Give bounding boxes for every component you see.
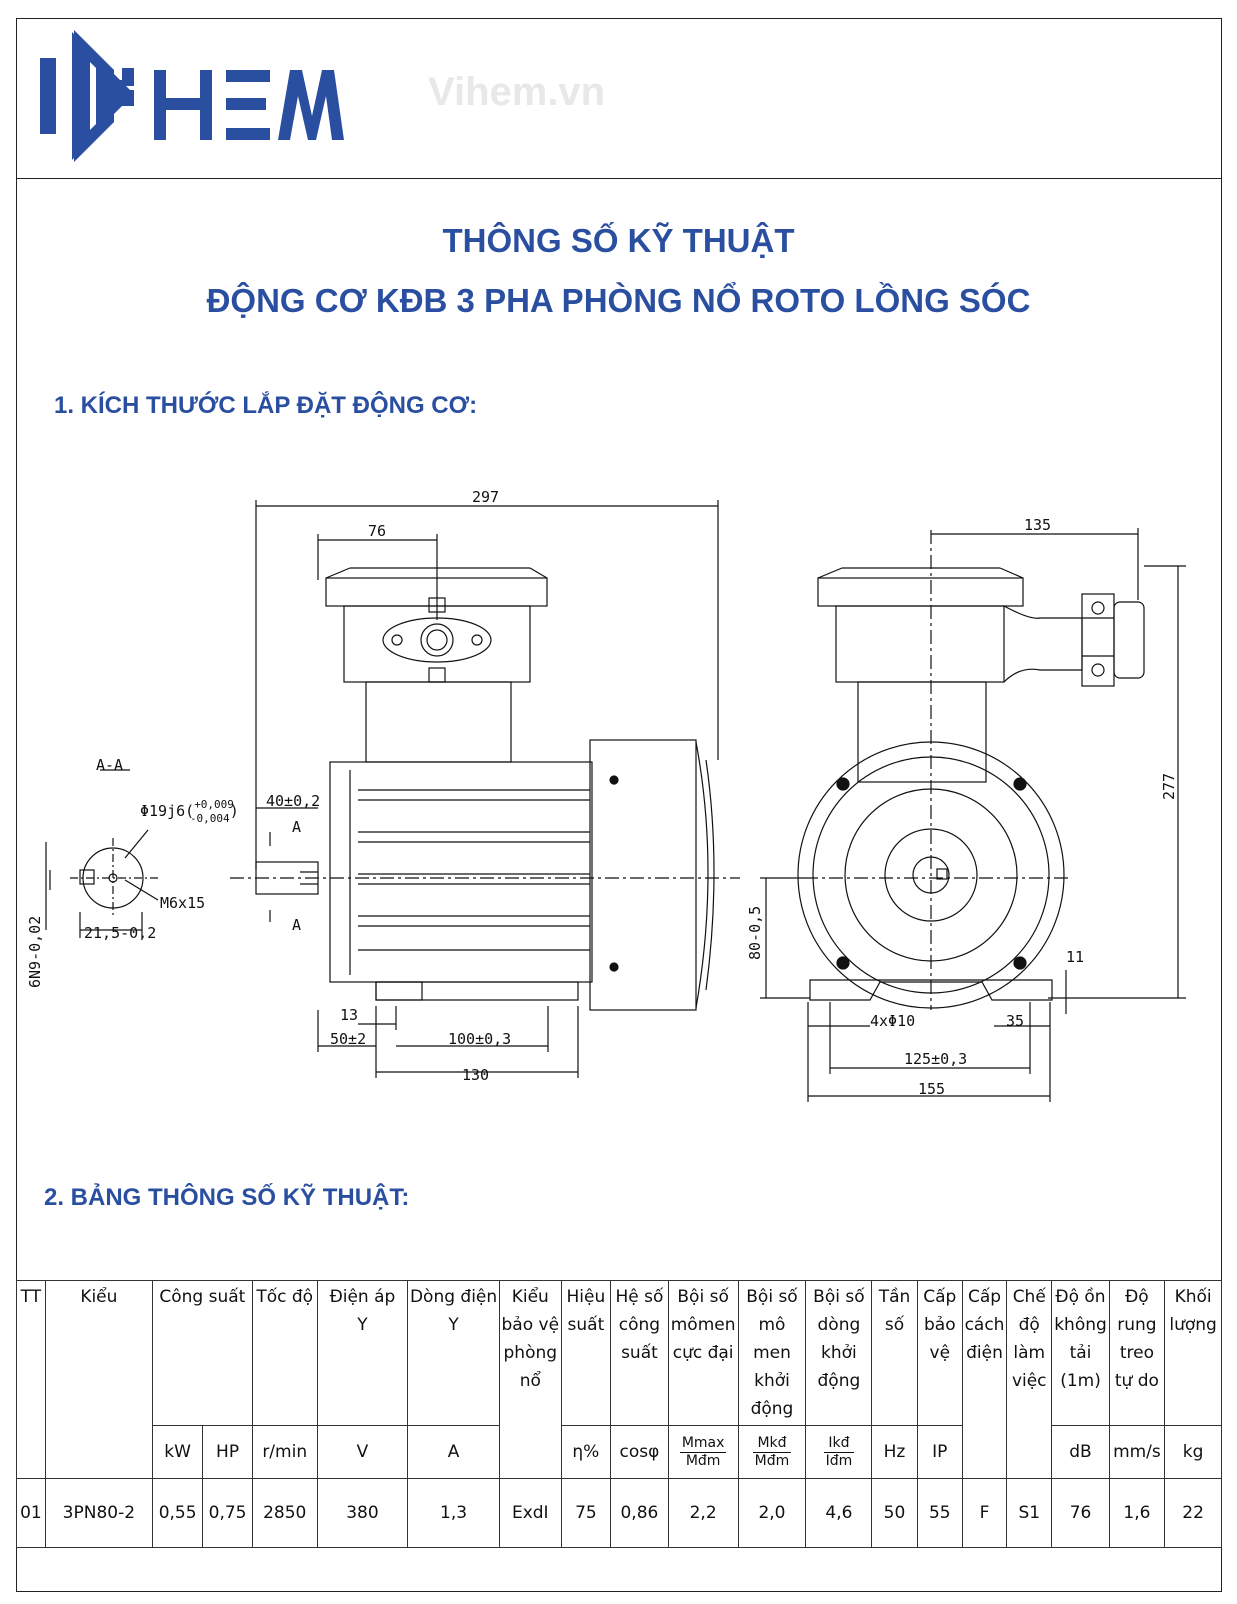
header-tt: TT <box>16 1280 46 1479</box>
foot-100-label: 100±0,3 <box>448 1030 511 1048</box>
section-dimensions-heading: 1. KÍCH THƯỚC LẮP ĐẶT ĐỘNG CƠ: <box>54 392 478 419</box>
shaft-diameter-label: Φ19j6(+0,009-0,004) <box>140 798 239 825</box>
thread-label: M6x15 <box>160 894 205 912</box>
header-bao-ve: Kiểu bảo vệ phòng nổ <box>498 1280 562 1479</box>
section-table-heading: 2. BẢNG THÔNG SỐ KỸ THUẬT: <box>44 1184 410 1211</box>
holes-label: 4xΦ10 <box>870 1012 915 1030</box>
unit-a: A <box>407 1425 500 1479</box>
section-label: A-A <box>96 756 123 774</box>
unit-rmin: r/min <box>251 1425 318 1479</box>
table-row: 01 3PN80-2 0,55 0,75 2850 380 1,3 ExdI 7… <box>16 1478 1222 1548</box>
unit-cos: cosφ <box>610 1425 669 1479</box>
foot-50-label: 50±2 <box>330 1030 366 1048</box>
header-khoi-luong: Khối lượng <box>1164 1280 1222 1426</box>
key-width-label: 6N9-0,02 <box>26 916 44 988</box>
header-momen-kd: Bội số mô men khởi động <box>737 1280 807 1426</box>
header-do-on: Độ ồn không tải (1m) <box>1051 1280 1110 1426</box>
dim-155-label: 155 <box>918 1080 945 1098</box>
dim-35-label: 35 <box>1006 1012 1024 1030</box>
height-277-label: 277 <box>1160 773 1178 800</box>
box-offset-label: 76 <box>368 522 386 540</box>
header-hieu-suat: Hiệu suất <box>560 1280 612 1426</box>
header-toc-do: Tốc độ <box>251 1280 318 1426</box>
foot-130-label: 130 <box>462 1066 489 1084</box>
header-he-so: Hệ số công suất <box>610 1280 669 1426</box>
page-title: THÔNG SỐ KỸ THUẬT <box>442 222 795 259</box>
unit-ip: IP <box>916 1425 963 1479</box>
header-do-rung: Độ rung treo tự do <box>1108 1280 1166 1426</box>
unit-v: V <box>316 1425 409 1479</box>
section-mark-top: A <box>292 818 301 836</box>
motor-drawing: A-A Φ19j6(+0,009-0,004) M6x15 21,5-0,2 6… <box>26 488 1186 1102</box>
foot-13-label: 13 <box>340 1006 358 1024</box>
unit-kw: kW <box>151 1425 204 1479</box>
dim-125-label: 125±0,3 <box>904 1050 967 1068</box>
watermark: Vihem.vn <box>428 70 606 114</box>
page-frame <box>16 18 1222 1592</box>
header <box>16 18 1222 179</box>
header-che-do: Chế độ làm việc <box>1006 1280 1053 1479</box>
header-momen-max: Bội số mômen cực đại <box>667 1280 739 1426</box>
unit-hp: HP <box>202 1425 253 1479</box>
header-tan-so: Tần số <box>871 1280 918 1426</box>
unit-kg: kg <box>1164 1425 1222 1479</box>
shaft-height-label: 80-0,5 <box>746 906 764 960</box>
foot-thickness-label: 11 <box>1066 948 1084 966</box>
overall-length-label: 297 <box>472 488 499 506</box>
unit-hz: Hz <box>871 1425 918 1479</box>
key-depth-label: 21,5-0,2 <box>84 924 156 942</box>
unit-db: dB <box>1051 1425 1110 1479</box>
header-dong-kd: Bội số dòng khởi động <box>805 1280 873 1426</box>
unit-eta: η% <box>560 1425 612 1479</box>
header-kieu: Kiểu <box>44 1280 153 1479</box>
header-cach-dien: Cấp cách điện <box>961 1280 1008 1479</box>
unit-mms: mm/s <box>1108 1425 1166 1479</box>
header-cap-bao-ve: Cấp bảo vệ <box>916 1280 963 1426</box>
width-135-label: 135 <box>1024 516 1051 534</box>
section-mark-bottom: A <box>292 916 301 934</box>
shaft-length-label: 40±0,2 <box>266 792 320 810</box>
hem-logo <box>40 30 344 162</box>
page-subtitle: ĐỘNG CƠ KĐB 3 PHA PHÒNG NỔ ROTO LỒNG SÓC <box>206 282 1031 319</box>
header-cong-suat: Công suất <box>151 1280 253 1426</box>
